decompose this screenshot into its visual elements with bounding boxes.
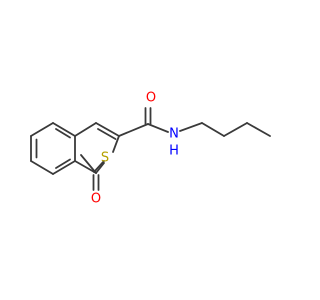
- bond: [52, 160, 76, 175]
- thiopyran-ring: [74, 122, 120, 191]
- bond: [95, 162, 105, 174]
- benzene-ring: [30, 122, 76, 175]
- double-bond-inner: [55, 158, 71, 169]
- lactone-oxygen-label: O: [91, 192, 101, 207]
- bond: [74, 160, 97, 174]
- bond: [30, 122, 54, 137]
- butyl-chain: [179, 122, 271, 137]
- amide-group: [118, 107, 169, 137]
- bond: [112, 135, 120, 153]
- bond-to-sulfur: [80, 154, 97, 174]
- bond: [118, 123, 149, 137]
- bond: [246, 122, 271, 137]
- bond-to-sulfur: [93, 160, 105, 173]
- sulfur-label: S: [101, 151, 109, 166]
- amide-oxygen-label: O: [146, 91, 156, 106]
- bond: [147, 123, 169, 133]
- bond: [201, 122, 225, 137]
- bond: [223, 122, 248, 137]
- bond: [52, 122, 76, 137]
- molecule-diagram: O S O N H: [30, 91, 271, 207]
- bond: [30, 160, 54, 175]
- bond: [95, 122, 120, 137]
- bond: [179, 122, 203, 132]
- structure-canvas: O S O N H: [30, 91, 271, 207]
- bond: [74, 122, 97, 137]
- double-bond-inner: [55, 128, 71, 139]
- amide-nitrogen-label: N: [169, 127, 179, 142]
- amide-hydrogen-label: H: [169, 144, 179, 159]
- double-bond-inner: [97, 128, 117, 140]
